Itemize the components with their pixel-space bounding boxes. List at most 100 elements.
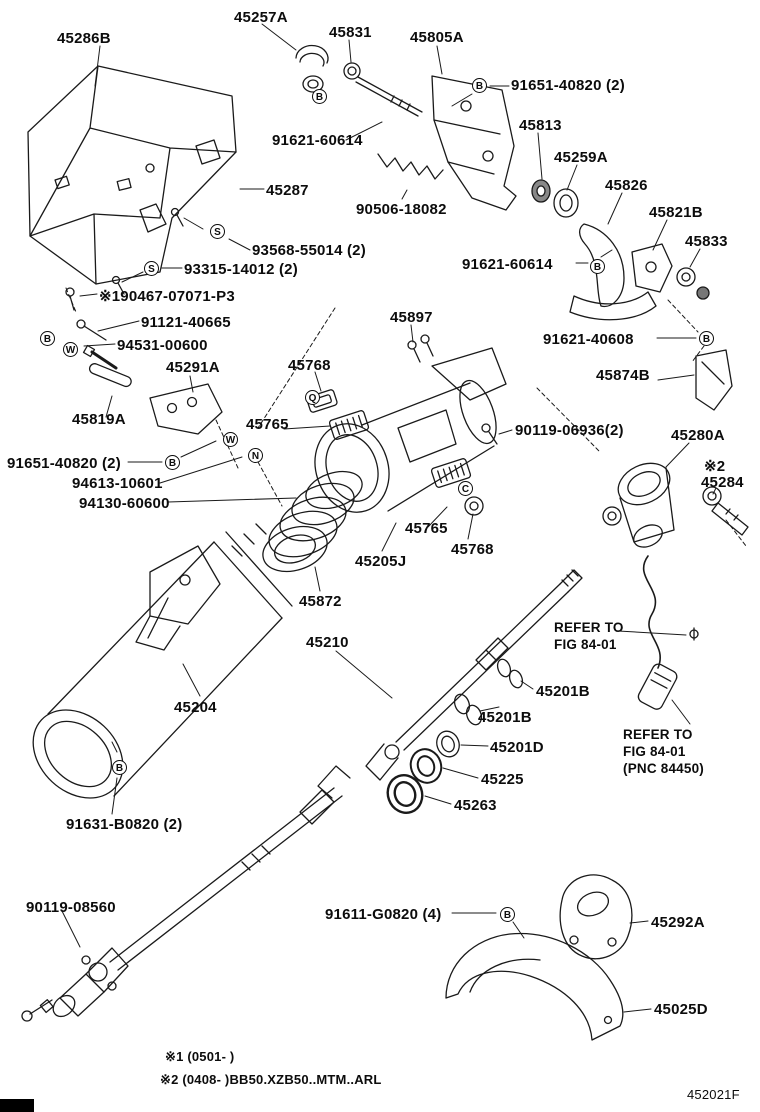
drawing-bushing-45813	[531, 179, 551, 203]
drawing-intermediate-shaft	[21, 765, 351, 1022]
circled-S-marker: S	[210, 224, 225, 239]
refer-note-2-line3: (PNC 84450)	[623, 761, 704, 776]
part-label-91621-60614-top: 91621-60614	[272, 132, 363, 149]
drawing-spring-90506-18082	[377, 153, 444, 180]
part-label-45201B-b: 45201B	[478, 709, 532, 726]
part-label-45821B: 45821B	[649, 204, 703, 221]
part-label-45025D: 45025D	[654, 1001, 708, 1018]
part-label-45897: 45897	[390, 309, 433, 326]
drawing-bracket-45291A	[149, 383, 223, 435]
drawing-lever-45826	[569, 223, 657, 321]
part-label-45263: 45263	[454, 797, 497, 814]
part-label-45291A: 45291A	[166, 359, 220, 376]
part-label-45286B: 45286B	[57, 30, 111, 47]
drawing-shaft-45210	[365, 569, 583, 781]
part-label-45831: 45831	[329, 24, 372, 41]
part-label-91621-60614-right: 91621-60614	[462, 256, 553, 273]
drawing-column-cover-45286B	[27, 65, 237, 285]
footnote-1: ※1 (0501- )	[165, 1049, 235, 1064]
part-label-45874B: 45874B	[596, 367, 650, 384]
drawing-bracket-45821B	[631, 243, 673, 293]
figure-code: 452021F	[687, 1087, 740, 1102]
drawing-lever-45874B	[695, 349, 733, 411]
circled-B-marker: B	[500, 907, 515, 922]
assembly-dashed-lines	[65, 287, 747, 547]
drawing-cover-45025D	[445, 932, 624, 1041]
drawing-bolt-91121-40665	[76, 319, 107, 341]
drawing-column-tube-45204	[32, 523, 293, 799]
part-label-45768-upper: 45768	[288, 357, 331, 374]
part-label-94531-00600: 94531-00600	[117, 337, 208, 354]
drawing-rod-45819A	[88, 363, 132, 388]
drawing-clamp-45257A	[295, 44, 329, 93]
part-label-91651-40820-left: 91651-40820 (2)	[7, 455, 121, 472]
circled-B-marker: B	[699, 331, 714, 346]
drawing-key-cylinder-45280A	[602, 462, 699, 710]
circled-B-marker: B	[165, 455, 180, 470]
part-label-45204: 45204	[174, 699, 217, 716]
part-label-94130-60600: 94130-60600	[79, 495, 170, 512]
drawing-cover-screws	[65, 207, 184, 311]
drawing-screws-45897	[407, 334, 434, 363]
circled-N-marker: N	[248, 448, 263, 463]
part-label-45813: 45813	[519, 117, 562, 134]
part-label-45805A: 45805A	[410, 29, 464, 46]
part-label-94613-10601: 94613-10601	[72, 475, 163, 492]
part-label-45280A: 45280A	[671, 427, 725, 444]
drawing-bellows-45872	[262, 470, 363, 573]
circled-S-marker: S	[144, 261, 159, 276]
circled-C-marker: C	[458, 481, 473, 496]
part-label-45284: 45284	[701, 474, 744, 491]
refer-note-2-line1: REFER TO	[623, 727, 693, 742]
part-label-45257A: 45257A	[234, 9, 288, 26]
circled-B-marker: B	[40, 331, 55, 346]
part-label-45292A: 45292A	[651, 914, 705, 931]
part-label-93568-55014: 93568-55014 (2)	[252, 242, 366, 259]
footnote-marker-ast2: ※2	[704, 458, 726, 475]
refer-note-2-line2: FIG 84-01	[623, 744, 686, 759]
drawing-bolt-45831	[343, 62, 423, 117]
part-label-91631-B0820: 91631-B0820 (2)	[66, 816, 183, 833]
drawing-ring-45263	[386, 774, 424, 814]
circled-B-marker: B	[312, 89, 327, 104]
part-label-91121-40665: 91121-40665	[141, 314, 231, 331]
circled-W-marker: W	[223, 432, 238, 447]
part-label-91611-G0820: 91611-G0820 (4)	[325, 906, 442, 923]
drawing-bearing-45225	[409, 748, 443, 784]
part-label-45225: 45225	[481, 771, 524, 788]
part-label-45205J: 45205J	[355, 553, 407, 570]
drawing-pad-45765-upper	[328, 410, 370, 440]
drawing-bracket-45805A	[431, 75, 517, 211]
drawing-screw-90119-06936	[481, 423, 498, 445]
refer-note-1-line2: FIG 84-01	[554, 637, 617, 652]
part-label-90119-06936: 90119-06936(2)	[515, 422, 624, 439]
part-label-45210: 45210	[306, 634, 349, 651]
leader-lines	[61, 23, 717, 1013]
part-label-45201D: 45201D	[490, 739, 544, 756]
drawing-pad-45765-lower	[430, 458, 472, 488]
part-label-45259A: 45259A	[554, 149, 608, 166]
drawing-ring-45201D	[436, 730, 460, 758]
part-label-91621-40608: 91621-40608	[543, 331, 634, 348]
part-label-90119-08560: 90119-08560	[26, 899, 116, 916]
part-label-45765-lower: 45765	[405, 520, 448, 537]
circled-W-marker: W	[63, 342, 78, 357]
drawing-stud-94531-00600	[82, 344, 118, 370]
drawing-key-45284	[702, 486, 749, 536]
drawing-collar-45833	[676, 267, 710, 300]
circled-B-marker: B	[590, 259, 605, 274]
part-label-90506-18082: 90506-18082	[356, 201, 447, 218]
part-label-45826: 45826	[605, 177, 648, 194]
part-label-93315-14012: 93315-14012 (2)	[184, 261, 298, 278]
footnote-2: ※2 (0408- )BB50.XZB50..MTM..ARL	[160, 1072, 382, 1087]
circled-B-marker: B	[472, 78, 487, 93]
part-label-45287: 45287	[266, 182, 309, 199]
drawing-tube-45205J	[314, 347, 507, 513]
drawing-snap-rings-45201B	[453, 658, 524, 726]
part-label-45819A: 45819A	[72, 411, 126, 428]
drawing-grommet-45768-lower	[464, 496, 484, 516]
part-label-45833: 45833	[685, 233, 728, 250]
scan-edge-artifact	[0, 1099, 34, 1112]
